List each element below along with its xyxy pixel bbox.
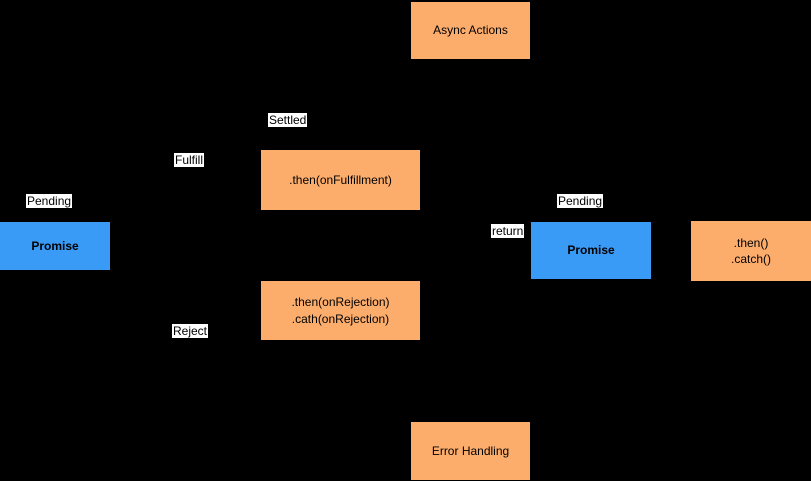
then-catch-on-rejection-node: .then(onRejection).cath(onRejection): [261, 281, 420, 340]
then-catch-node-line: .then(): [733, 235, 769, 250]
then-catch-node-line: .catch(): [730, 252, 771, 266]
then-catch-on-rejection-node-line: .cath(onRejection): [291, 311, 390, 326]
error-handling-node: Error Handling: [411, 422, 530, 480]
then-catch-on-rejection-node-line: .then(onRejection): [291, 295, 390, 310]
promise-returned-node: Promise: [531, 222, 651, 279]
edge-label-pending-left: Pending: [26, 194, 73, 208]
edge-label-fulfill: Fulfill: [174, 153, 205, 167]
promise-pending-node-line: Promise: [31, 238, 79, 253]
async-actions-node: Async Actions: [411, 2, 530, 59]
promise-pending-node: Promise: [0, 222, 110, 270]
then-catch-node: .then() .catch(): [691, 221, 811, 281]
edge-label-settled: Settled: [268, 113, 308, 127]
edge-label-reject: Reject: [172, 324, 209, 338]
async-actions-node-line: Async Actions: [433, 23, 508, 38]
error-handling-node-line: Error Handling: [431, 443, 510, 458]
edge-label-return: return: [491, 224, 525, 238]
then-on-fulfillment-node-line: .then(onFulfillment): [289, 172, 392, 187]
then-on-fulfillment-node: .then(onFulfillment): [261, 150, 420, 210]
promise-returned-node-line: Promise: [567, 243, 615, 258]
edge-label-pending-right: Pending: [557, 194, 604, 208]
